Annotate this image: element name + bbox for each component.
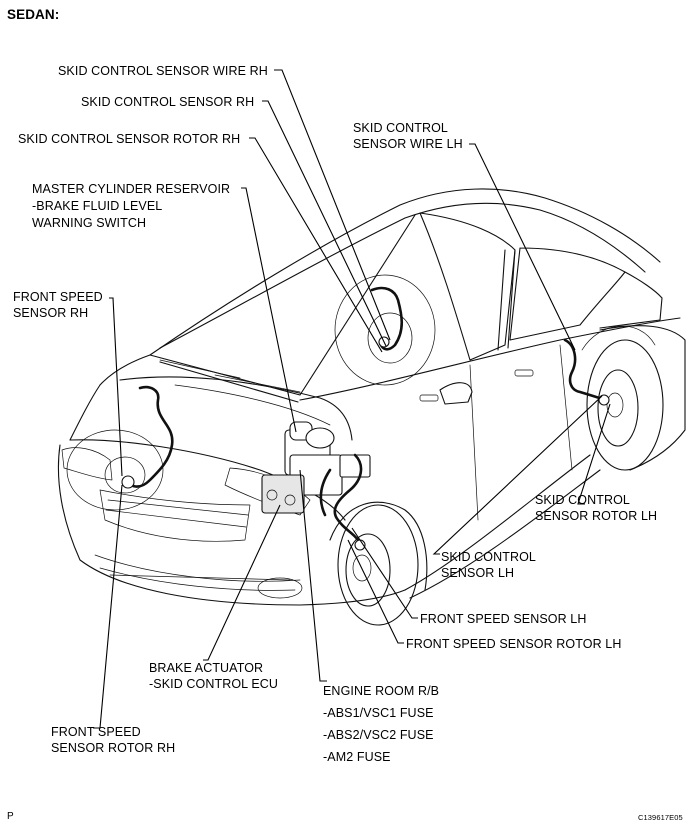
leader-skid-control-sensor-rh [262,100,387,347]
leader-skid-control-sensor-rotor-rh [249,137,383,353]
label-front-speed-sensor-rotor-lh: FRONT SPEED SENSOR ROTOR LH [406,637,622,651]
label-skid-control-sensor-lh: SKID CONTROL SENSOR LH [441,550,536,581]
label-skid-control-sensor-rotor-rh: SKID CONTROL SENSOR ROTOR RH [18,132,241,146]
leader-lines [93,69,611,729]
label-skid-control-sensor-wire-lh: SKID CONTROL SENSOR WIRE LH [353,121,463,152]
label-front-speed-sensor-rotor-rh: FRONT SPEED SENSOR ROTOR RH [51,725,176,756]
leader-front-speed-sensor-rh [109,297,123,477]
leader-skid-control-sensor-wire-rh [274,69,391,341]
leader-front-speed-sensor-rotor-rh [93,484,123,729]
label-front-speed-sensor-rh: FRONT SPEED SENSOR RH [13,290,103,321]
label-skid-control-sensor-rh: SKID CONTROL SENSOR RH [81,95,255,109]
diagram-title: SEDAN: [7,7,60,22]
leader-front-speed-sensor-lh [351,527,418,619]
label-skid-control-sensor-wire-rh: SKID CONTROL SENSOR WIRE RH [58,64,268,78]
leader-front-speed-sensor-rotor-lh [347,539,404,644]
label-engine-room-rb: ENGINE ROOM R/B -ABS1/VSC1 FUSE -ABS2/VS… [323,684,440,764]
leader-skid-control-sensor-wire-lh [469,143,576,351]
leader-skid-control-sensor-rotor-lh [577,403,611,505]
figure-code: C139617E05 [638,813,683,822]
page-marker: P [7,811,14,822]
label-skid-control-sensor-rotor-lh: SKID CONTROL SENSOR ROTOR LH [535,493,658,524]
leader-skid-control-sensor-lh [432,395,603,555]
label-front-speed-sensor-lh: FRONT SPEED SENSOR LH [420,612,587,626]
leader-brake-actuator [203,504,281,661]
leader-engine-room-rb [299,469,327,682]
sedan-illustration [57,188,686,626]
label-brake-actuator: BRAKE ACTUATOR -SKID CONTROL ECU [149,661,279,692]
leader-master-cylinder-reservoir [241,187,297,433]
label-master-cylinder-reservoir: MASTER CYLINDER RESERVOIR -BRAKE FLUID L… [32,182,231,230]
